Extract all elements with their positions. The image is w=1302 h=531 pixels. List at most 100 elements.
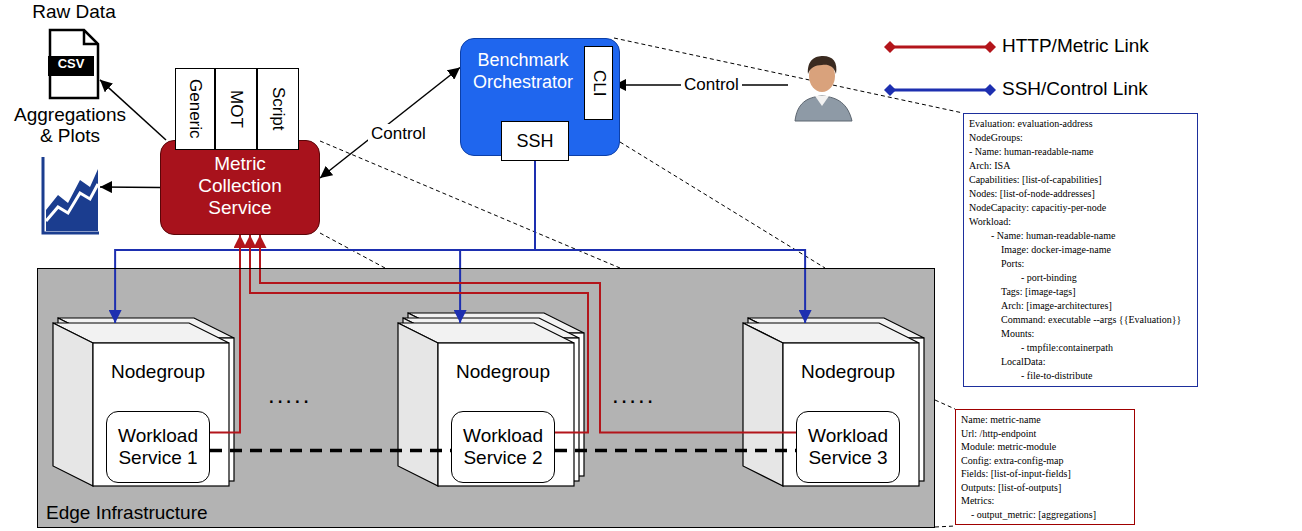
config-line: Image: docker-image-name bbox=[969, 243, 1191, 257]
metric-link bbox=[250, 235, 588, 433]
module-tab: Script bbox=[257, 68, 299, 150]
config-line: Name: metric-name bbox=[961, 413, 1128, 427]
cube bbox=[743, 323, 919, 486]
node-label: Script bbox=[268, 87, 288, 130]
cube-side bbox=[398, 323, 438, 486]
module-tab: Generic bbox=[175, 68, 215, 150]
config-line: Outputs: [list-of-outputs] bbox=[961, 481, 1128, 495]
service-box: Metric Collection Service bbox=[160, 140, 320, 235]
node-label: SSH bbox=[516, 131, 553, 152]
nodegroup-cube-drawing bbox=[53, 318, 234, 486]
node-label: Edge Infrastructure bbox=[46, 502, 208, 524]
orchestrator-box: CLI SSH Benchmark Orchestrator bbox=[460, 38, 620, 156]
config-line: Url: /http-endpoint bbox=[961, 427, 1128, 441]
config-line: Fields: [list-of-input-fields] bbox=[961, 467, 1128, 481]
chart-icon: Aggregations & Plots bbox=[40, 155, 100, 235]
drawing-part bbox=[890, 89, 990, 92]
config-line: - Name: human-readable-name bbox=[969, 145, 1191, 159]
ssh-tab: SSH bbox=[501, 121, 569, 161]
metric-link bbox=[260, 235, 796, 433]
config-line: LocalData: bbox=[969, 355, 1191, 369]
edge-label: Control bbox=[368, 124, 429, 144]
node-label: Generic bbox=[185, 79, 205, 139]
nodegroup-cube-drawing bbox=[743, 318, 924, 486]
metric-link bbox=[210, 235, 240, 433]
nodegroup-cube: Workload Service 3 Nodegroup bbox=[743, 323, 919, 486]
peer-link bbox=[555, 449, 796, 453]
cube-side bbox=[743, 323, 783, 486]
config-line: NodeCapacity: capacitiy-per-node bbox=[969, 201, 1191, 215]
peer-link bbox=[210, 449, 451, 453]
config-box: Name: metric-nameUrl: /http-endpointModu… bbox=[955, 409, 1135, 525]
drawing-part bbox=[984, 84, 996, 96]
chart-shape bbox=[40, 155, 100, 235]
infrastructure-ground bbox=[37, 268, 935, 528]
cube-side bbox=[53, 323, 93, 486]
config-line: Mounts: bbox=[969, 327, 1191, 341]
nodegroup-cube-drawing bbox=[398, 313, 584, 486]
legend-lines bbox=[884, 41, 996, 96]
config-line: NodeGroups: bbox=[969, 131, 1191, 145]
config-line: Nodes: [list-of-node-addresses] bbox=[969, 187, 1191, 201]
workload-box: Workload Service 2 bbox=[451, 411, 555, 483]
config-box: Evaluation: evaluation-addressNodeGroups… bbox=[963, 113, 1198, 387]
node-label: Workload Service 2 bbox=[455, 425, 551, 469]
ssh-link bbox=[460, 161, 535, 323]
node-label: Metric Collection Service bbox=[184, 153, 296, 219]
drawing-part bbox=[320, 141, 620, 268]
node-label: Nodegroup bbox=[783, 361, 913, 383]
config-line: Capabilities: [list-of-capabilities] bbox=[969, 173, 1191, 187]
drawing-part bbox=[935, 400, 955, 409]
control-connector bbox=[320, 68, 460, 179]
module-tab: MOT bbox=[215, 68, 257, 150]
drawing-part bbox=[935, 526, 955, 527]
config-line: Tags: [image-tags] bbox=[969, 285, 1191, 299]
arrow-label: Control bbox=[681, 75, 742, 95]
chart-area bbox=[46, 169, 98, 231]
node-label: Workload Service 3 bbox=[800, 425, 896, 469]
infrastructure-region: Workload Service 1NodegroupWorkload Serv… bbox=[37, 268, 935, 528]
legend-text: HTTP/Metric Link bbox=[1002, 35, 1149, 57]
legend-text: SSH/Control Link bbox=[1002, 78, 1148, 100]
config-line: - file-to-distribute bbox=[969, 369, 1191, 383]
node-label: CSV bbox=[48, 56, 94, 76]
nodegroup-cube: Workload Service 2 Nodegroup bbox=[398, 323, 574, 486]
node-label: Nodegroup bbox=[93, 361, 223, 383]
ellipsis: ..... bbox=[268, 381, 311, 409]
drawing-part bbox=[884, 84, 896, 96]
control-connector bbox=[100, 186, 160, 188]
node-label: Raw Data bbox=[32, 1, 115, 23]
config-line: Metrics: bbox=[961, 494, 1128, 508]
node-label: Benchmark Orchestrator bbox=[467, 49, 579, 93]
drawing-part bbox=[890, 46, 990, 49]
config-line: Ports: bbox=[969, 257, 1191, 271]
cube-front bbox=[93, 343, 229, 486]
config-line: Config: extra-config-map bbox=[961, 454, 1128, 468]
cube bbox=[53, 323, 229, 486]
file-band bbox=[48, 56, 94, 76]
file-fold bbox=[84, 30, 98, 44]
config-line: - Name: human-readable-name bbox=[969, 229, 1191, 243]
node-label: MOT bbox=[226, 90, 246, 128]
drawing-part bbox=[614, 38, 963, 113]
drawing-part bbox=[984, 41, 996, 53]
config-line: Command: executable --args {{Evaluation}… bbox=[969, 313, 1191, 327]
node-label: Workload Service 1 bbox=[110, 425, 206, 469]
drawing-part bbox=[795, 96, 852, 121]
cli-tab: CLI bbox=[584, 46, 613, 120]
config-line: - tmpfile:containerpath bbox=[969, 341, 1191, 355]
cube bbox=[398, 323, 574, 486]
csv-file-icon: Raw DataCSV bbox=[48, 28, 100, 100]
drawing-part bbox=[884, 41, 896, 53]
config-line: Arch: ISA bbox=[969, 159, 1191, 173]
node-label: Nodegroup bbox=[438, 361, 568, 383]
drawing-part bbox=[808, 56, 837, 74]
config-line: Evaluation: evaluation-address bbox=[969, 117, 1191, 131]
cube-front bbox=[783, 343, 919, 486]
ssh-link bbox=[535, 161, 805, 323]
ellipsis: ..... bbox=[612, 381, 655, 409]
cube-front bbox=[438, 343, 574, 486]
config-line: Arch: [image-architectures] bbox=[969, 299, 1191, 313]
